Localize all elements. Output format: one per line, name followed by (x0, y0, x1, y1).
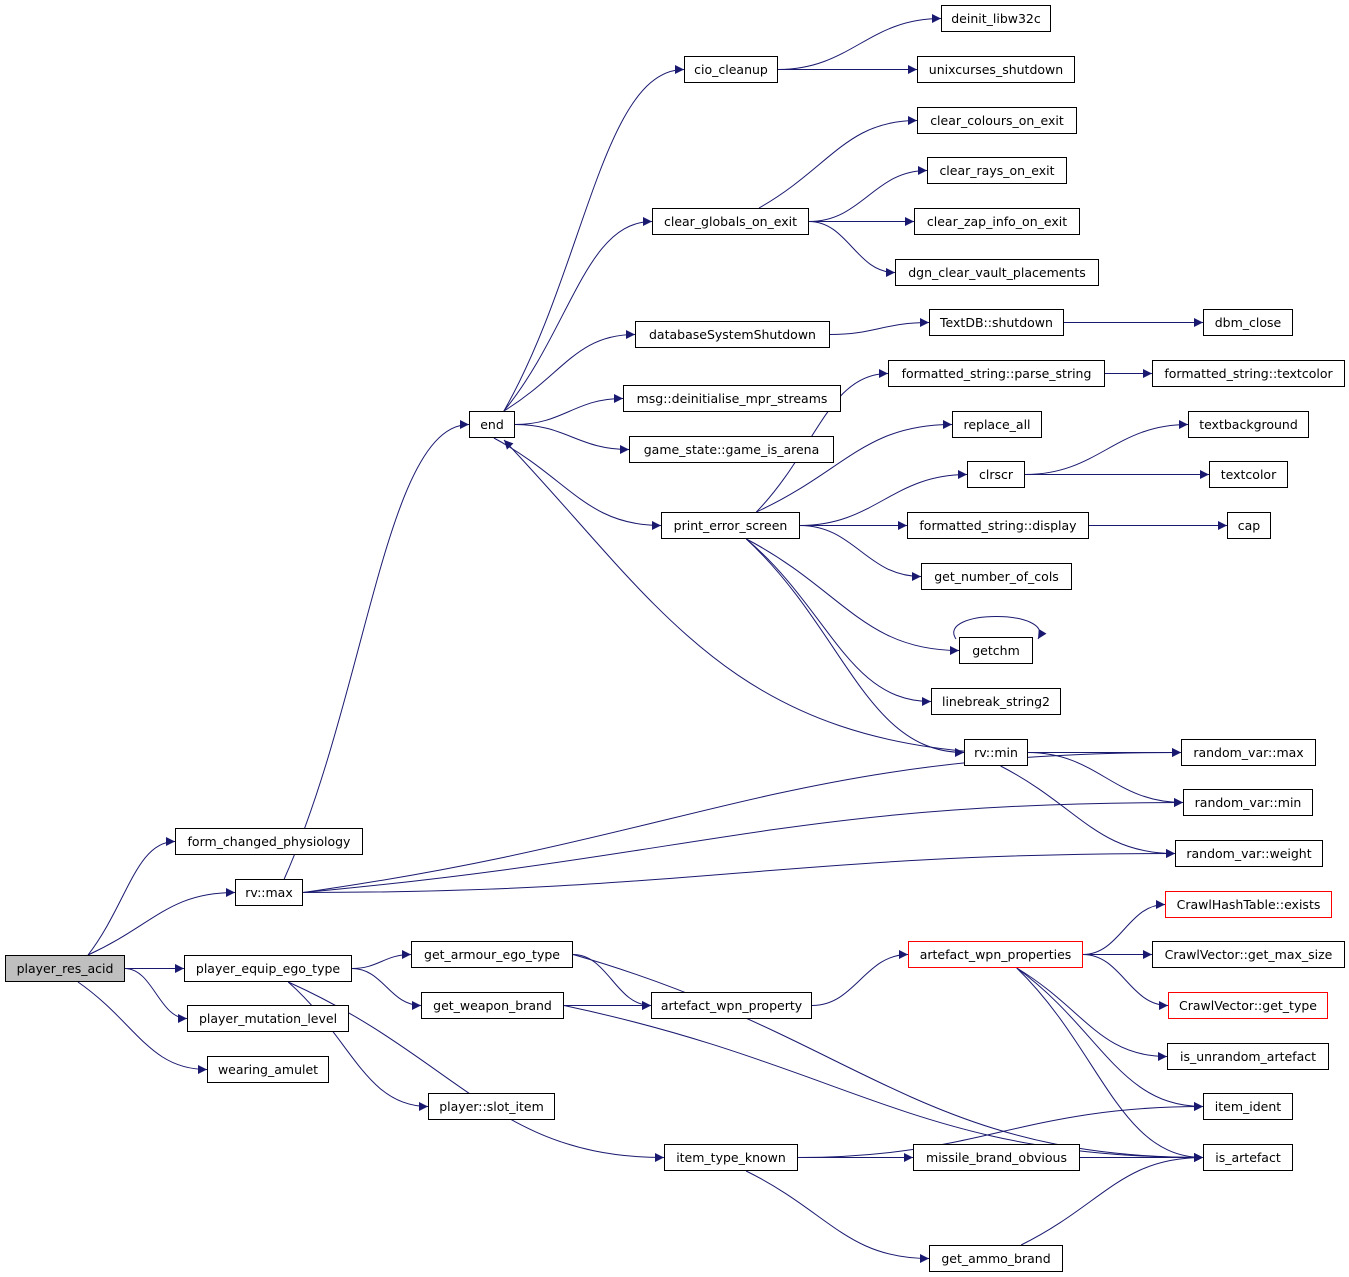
edge-clear_globals_on_exit-to-dgn_clear_vault_placements (808, 221, 896, 277)
node-random-var-min[interactable]: random_var::min (1183, 789, 1313, 816)
edge-rv_min-to-random_var_min (1027, 752, 1184, 807)
edge-item_type_known-to-get_ammo_brand (745, 1170, 930, 1263)
node-player-equip-ego-type[interactable]: player_equip_ego_type (184, 955, 352, 982)
edge-print_error_screen-to-replace_all (756, 420, 953, 513)
edge-player_res_acid-to-wearing_amulet (77, 981, 208, 1074)
node-clrscr[interactable]: clrscr (967, 461, 1025, 488)
edge-rv_max-to-random_var_max (302, 748, 1182, 893)
node-getchm[interactable]: getchm (959, 637, 1033, 664)
node-player-res-acid[interactable]: player_res_acid (5, 955, 125, 982)
node-end[interactable]: end (469, 411, 515, 438)
node-clear-rays-on-exit[interactable]: clear_rays_on_exit (927, 157, 1067, 184)
node-artefact-wpn-property[interactable]: artefact_wpn_property (651, 992, 812, 1019)
node-fs-display[interactable]: formatted_string::display (907, 512, 1089, 539)
node-vec-max-size[interactable]: CrawlVector::get_max_size (1152, 941, 1345, 968)
node-item-ident[interactable]: item_ident (1203, 1093, 1293, 1120)
node-replace-all[interactable]: replace_all (952, 411, 1042, 438)
node-rv-max[interactable]: rv::max (235, 879, 303, 906)
node-random-var-max[interactable]: random_var::max (1181, 739, 1316, 766)
node-textcolor[interactable]: textcolor (1209, 461, 1288, 488)
node-get-armour-ego-type[interactable]: get_armour_ego_type (411, 941, 573, 968)
node-missile-brand-obvious[interactable]: missile_brand_obvious (913, 1144, 1080, 1171)
node-databaseSystemShutdown[interactable]: databaseSystemShutdown (635, 321, 830, 348)
node-textbackground[interactable]: textbackground (1188, 411, 1309, 438)
edge-clear_globals_on_exit-to-clear_rays_on_exit (808, 166, 928, 222)
edge-artefact_wpn_properties-to-is_artefact (1016, 967, 1204, 1162)
edge-artefact_wpn_properties-to-is_unrandom_artefact (1016, 967, 1168, 1061)
edge-cio_cleanup-to-deinit_libw32c (777, 14, 942, 70)
node-clear-globals-on-exit[interactable]: clear_globals_on_exit (652, 208, 809, 235)
edge-player_equip_ego_type-to-player_slot_item (287, 981, 429, 1111)
node-fs-textcolor[interactable]: formatted_string::textcolor (1152, 360, 1345, 387)
node-item-type-known[interactable]: item_type_known (664, 1144, 798, 1171)
edge-clrscr-to-textbackground (1024, 420, 1189, 475)
edge-get_armour_ego_type-to-is_artefact (572, 954, 1204, 1162)
edge-end-to-clear_globals_on_exit (503, 217, 653, 412)
edge-get_armour_ego_type-to-artefact_wpn_property (572, 954, 652, 1010)
node-is-unrandom-artefact[interactable]: is_unrandom_artefact (1167, 1043, 1329, 1070)
edge-print_error_screen-to-clrscr (799, 470, 968, 526)
node-get-number-of-cols[interactable]: get_number_of_cols (921, 563, 1072, 590)
edge-rv_max-to-random_var_weight (302, 849, 1176, 893)
edge-rv_min-to-end (503, 439, 975, 753)
edge-print_error_screen-to-rv_min (746, 538, 965, 757)
node-print-error-screen[interactable]: print_error_screen (661, 512, 800, 539)
node-is-artefact[interactable]: is_artefact (1203, 1144, 1293, 1171)
node-get-weapon-brand[interactable]: get_weapon_brand (421, 992, 564, 1019)
node-form-changed-physiology[interactable]: form_changed_physiology (175, 828, 363, 855)
edge-end-to-print_error_screen (493, 437, 662, 530)
node-dbm-close[interactable]: dbm_close (1203, 309, 1293, 336)
edge-clear_globals_on_exit-to-clear_colours_on_exit (758, 116, 918, 209)
edge-end-to-game_is_arena (514, 424, 630, 454)
edge-print_error_screen-to-linebreak_string2 (746, 538, 932, 706)
edge-player_equip_ego_type-to-get_weapon_brand (351, 968, 422, 1010)
edge-rv_max-to-random_var_min (302, 798, 1184, 893)
node-get-ammo-brand[interactable]: get_ammo_brand (929, 1245, 1063, 1272)
edge-get_ammo_brand-to-is_artefact (1020, 1153, 1204, 1246)
node-cio-cleanup[interactable]: cio_cleanup (684, 56, 778, 83)
node-player-mutation-level[interactable]: player_mutation_level (187, 1005, 349, 1032)
node-cap[interactable]: cap (1227, 512, 1271, 539)
edge-rv_min-to-random_var_weight (1000, 765, 1176, 858)
edge-player_equip_ego_type-to-get_armour_ego_type (351, 950, 412, 969)
node-rv-min[interactable]: rv::min (964, 739, 1028, 766)
node-random-var-weight[interactable]: random_var::weight (1175, 840, 1323, 867)
edge-end-to-databaseSystemShutdown (503, 330, 636, 412)
node-fs-parse-string[interactable]: formatted_string::parse_string (888, 360, 1105, 387)
edge-get_weapon_brand-to-is_artefact (563, 1005, 1204, 1162)
node-textdb-shutdown[interactable]: TextDB::shutdown (929, 309, 1064, 336)
edge-print_error_screen-to-getchm (746, 538, 960, 655)
edge-end-to-msg_deinit (514, 394, 624, 425)
node-clear-colours-on-exit[interactable]: clear_colours_on_exit (917, 107, 1077, 134)
node-hash-exists[interactable]: CrawlHashTable::exists (1165, 891, 1332, 918)
node-player-slot-item[interactable]: player::slot_item (428, 1093, 555, 1120)
edge-item_type_known-to-item_ident (797, 1102, 1204, 1158)
node-linebreak-string2[interactable]: linebreak_string2 (931, 688, 1061, 715)
edge-databaseSystemShutdown-to-textdb_shutdown (829, 318, 930, 335)
edge-artefact_wpn_property-to-artefact_wpn_properties (811, 950, 909, 1006)
edge-print_error_screen-to-get_number_of_cols (799, 525, 922, 581)
edge-player_res_acid-to-form_changed_physiology (87, 837, 176, 956)
node-game-is-arena[interactable]: game_state::game_is_arena (629, 436, 834, 463)
node-clear-zap-info-on-exit[interactable]: clear_zap_info_on_exit (914, 208, 1080, 235)
node-dgn-clear-vault-placements[interactable]: dgn_clear_vault_placements (895, 259, 1099, 286)
edge-artefact_wpn_properties-to-hash_exists (1082, 900, 1166, 955)
node-vec-get-type[interactable]: CrawlVector::get_type (1168, 992, 1328, 1019)
edge-print_error_screen-to-fs_parse_string (755, 369, 889, 513)
node-wearing-amulet[interactable]: wearing_amulet (207, 1056, 329, 1083)
edge-player_res_acid-to-rv_max (87, 888, 236, 956)
edge-rv_max-to-end (283, 420, 470, 880)
node-unixcurses-shutdown[interactable]: unixcurses_shutdown (917, 56, 1075, 83)
edge-artefact_wpn_properties-to-item_ident (1016, 967, 1204, 1111)
node-msg-deinit[interactable]: msg::deinitialise_mpr_streams (623, 385, 841, 412)
node-deinit-libw32c[interactable]: deinit_libw32c (941, 5, 1051, 32)
node-artefact-wpn-properties[interactable]: artefact_wpn_properties (908, 941, 1083, 968)
edge-player_res_acid-to-player_mutation_level (124, 968, 188, 1023)
edge-end-to-cio_cleanup (503, 65, 685, 412)
edge-artefact_wpn_properties-to-vec_get_type (1082, 954, 1169, 1010)
edge-getchm-to-getchm (953, 616, 1047, 640)
